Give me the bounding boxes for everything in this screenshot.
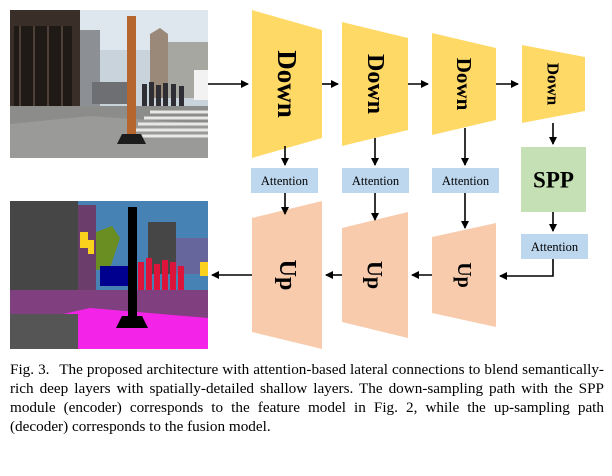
svg-text:Attention: Attention <box>352 174 400 188</box>
svg-text:Attention: Attention <box>261 174 309 188</box>
svg-text:Attention: Attention <box>531 240 579 254</box>
attention-box-2: Attention <box>342 168 409 193</box>
up-block-1: Up <box>252 201 322 349</box>
attention-box-3: Attention <box>432 168 499 193</box>
svg-text:Down: Down <box>544 63 563 106</box>
down-block-3: Down <box>432 33 496 135</box>
input-street-photo <box>10 10 208 158</box>
svg-text:Down: Down <box>362 54 388 114</box>
svg-text:Up: Up <box>363 261 388 289</box>
up-block-3: Up <box>432 223 496 327</box>
attention-box-4: Attention <box>521 234 588 259</box>
arrow-attention4-to-up3 <box>499 259 554 280</box>
svg-text:Down: Down <box>272 50 302 118</box>
down-block-2: Down <box>342 22 408 146</box>
output-segmentation-map <box>10 201 208 349</box>
svg-text:Up: Up <box>453 262 475 288</box>
svg-text:Up: Up <box>274 260 300 291</box>
caption-label: Fig. 3. <box>10 361 50 378</box>
caption-text: The proposed architecture with attention… <box>10 361 604 435</box>
spp-block: SPP <box>521 147 586 212</box>
svg-text:Down: Down <box>452 58 476 111</box>
down-block-4: Down <box>522 45 585 123</box>
svg-text:Attention: Attention <box>442 174 490 188</box>
figure-caption: Fig. 3. The proposed architecture with a… <box>10 360 604 436</box>
svg-text:SPP: SPP <box>533 168 574 193</box>
attention-box-1: Attention <box>251 168 318 193</box>
architecture-diagram: Down Down Down Down SPP Attention Attent… <box>10 10 588 349</box>
up-block-2: Up <box>342 212 408 338</box>
down-block-1: Down <box>252 10 322 158</box>
